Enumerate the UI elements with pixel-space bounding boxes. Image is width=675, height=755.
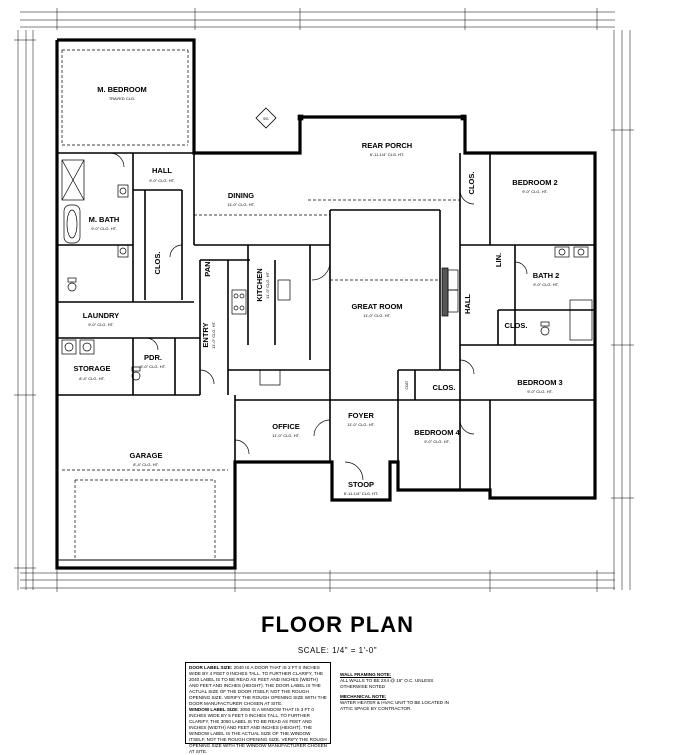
ceiling-bedroom3: 9'-0" CLG. HT. xyxy=(527,389,553,394)
room-label-dining: DINING xyxy=(228,191,254,200)
section-marker-label: S01 xyxy=(263,117,269,121)
ceiling-laundry: 9'-0" CLG. HT. xyxy=(88,322,114,327)
ceiling-bath2: 9'-0" CLG. HT. xyxy=(533,282,559,287)
ceiling-m-bedroom: TRAYED CLG. xyxy=(109,96,135,101)
section-marker: S01 xyxy=(255,107,277,129)
room-label-rear-porch: REAR PORCH xyxy=(362,141,412,150)
room-label-clos-master: CLOS. xyxy=(153,252,162,275)
room-label-lin: LIN. xyxy=(494,253,503,267)
ceiling-entry: 11'-0" CLG. HT. xyxy=(211,321,216,348)
wall-framing-text: ALL WALLS TO BE 2X4 @ 16" O.C. UNLESS OT… xyxy=(340,678,434,689)
room-label-garage: GARAGE xyxy=(130,451,163,460)
fixtures xyxy=(57,49,593,561)
framing-mechanical-notes: WALL FRAMING NOTE: ALL WALLS TO BE 2X4 @… xyxy=(340,672,450,724)
room-label-m-bedroom: M. BEDROOM xyxy=(97,85,147,94)
room-label-stoop: STOOP xyxy=(348,480,374,489)
label-size-notes: DOOR LABEL SIZE: 2040 IS A DOOR THAT IS … xyxy=(185,662,331,754)
drawing-scale: SCALE: 1/4" = 1'-0" xyxy=(297,646,378,655)
room-label-m-bath: M. BATH xyxy=(89,215,120,224)
door-label-text: 2040 IS A DOOR THAT IS 2 FT 0 INCHES WID… xyxy=(189,665,327,706)
room-label-hall-top: HALL xyxy=(152,166,172,175)
room-label-pan: PAN. xyxy=(203,259,212,276)
window-label-heading: WINDOW LABEL SIZE: xyxy=(189,707,239,712)
ceiling-great-room: 11'-0" CLG. HT. xyxy=(363,313,390,318)
room-label-entry: ENTRY xyxy=(201,322,210,347)
ceiling-garage: 8'-4" CLG. HT. xyxy=(133,462,159,467)
room-label-clos-bed2: CLOS. xyxy=(467,172,476,195)
ceiling-hall-top: 9'-0" CLG. HT. xyxy=(149,178,175,183)
room-label-storage: STORAGE xyxy=(74,364,111,373)
drawing-title: FLOOR PLAN xyxy=(261,612,414,637)
room-labels: M. BEDROOM TRAYED CLG. HALL 9'-0" CLG. H… xyxy=(74,85,563,496)
room-label-kitchen: KITCHEN xyxy=(255,268,264,301)
room-label-bedroom3: BEDROOM 3 xyxy=(517,378,562,387)
room-label-great-room: GREAT ROOM xyxy=(351,302,402,311)
wall-framing-heading: WALL FRAMING NOTE: xyxy=(340,672,392,677)
room-label-hall-right: HALL xyxy=(463,294,472,314)
door-label-heading: DOOR LABEL SIZE: xyxy=(189,665,233,670)
interior-walls xyxy=(57,152,595,490)
room-label-foyer: FOYER xyxy=(348,411,374,420)
window-label-text: 3050 IS A WINDOW THAT IS 3 FT 0 INCHES W… xyxy=(189,707,327,754)
ceiling-stoop: 6'-11-1/4" CLG. HT. xyxy=(344,491,378,496)
room-label-office: OFFICE xyxy=(272,422,300,431)
ceiling-m-bath: 9'-0" CLG. HT. xyxy=(91,226,117,231)
room-label-bath2: BATH 2 xyxy=(533,271,560,280)
floor-plan-drawing: S01 M. BEDROOM TRAYED CLG. HALL 9'-0" CL… xyxy=(14,8,634,592)
room-label-clos-bath2: CLOS. xyxy=(505,321,528,330)
ceiling-bedroom4: 9'-0" CLG. HT. xyxy=(424,439,450,444)
mechanical-heading: MECHANICAL NOTE: xyxy=(340,694,387,699)
ceiling-pdr: 9'-0" CLG. HT. xyxy=(140,364,166,369)
dimension-lines xyxy=(14,8,634,592)
ceiling-dining: 11'-0" CLG. HT. xyxy=(227,202,254,207)
ceiling-rear-porch: 6'-11-1/4" CLG. HT. xyxy=(370,152,404,157)
ceiling-bedroom2: 9'-0" CLG. HT. xyxy=(522,189,548,194)
room-label-clos-bed4: CLOS. xyxy=(433,383,456,392)
ceiling-storage: 8'-4" CLG. HT. xyxy=(79,376,105,381)
room-label-pdr: PDR. xyxy=(144,353,162,362)
room-label-bedroom2: BEDROOM 2 xyxy=(512,178,557,187)
ceiling-kitchen: 11'-0" CLG. HT. xyxy=(265,271,270,298)
room-label-bedroom4: BEDROOM 4 xyxy=(414,428,460,437)
room-label-laundry: LAUNDRY xyxy=(83,311,119,320)
ceiling-office: 11'-0" CLG. HT. xyxy=(272,433,299,438)
mechanical-text: WATER HEATER & HVAC UNIT TO BE LOCATED I… xyxy=(340,700,449,711)
ceiling-foyer: 11'-0" CLG. HT. xyxy=(347,422,374,427)
room-label-coat: COAT xyxy=(405,381,409,390)
